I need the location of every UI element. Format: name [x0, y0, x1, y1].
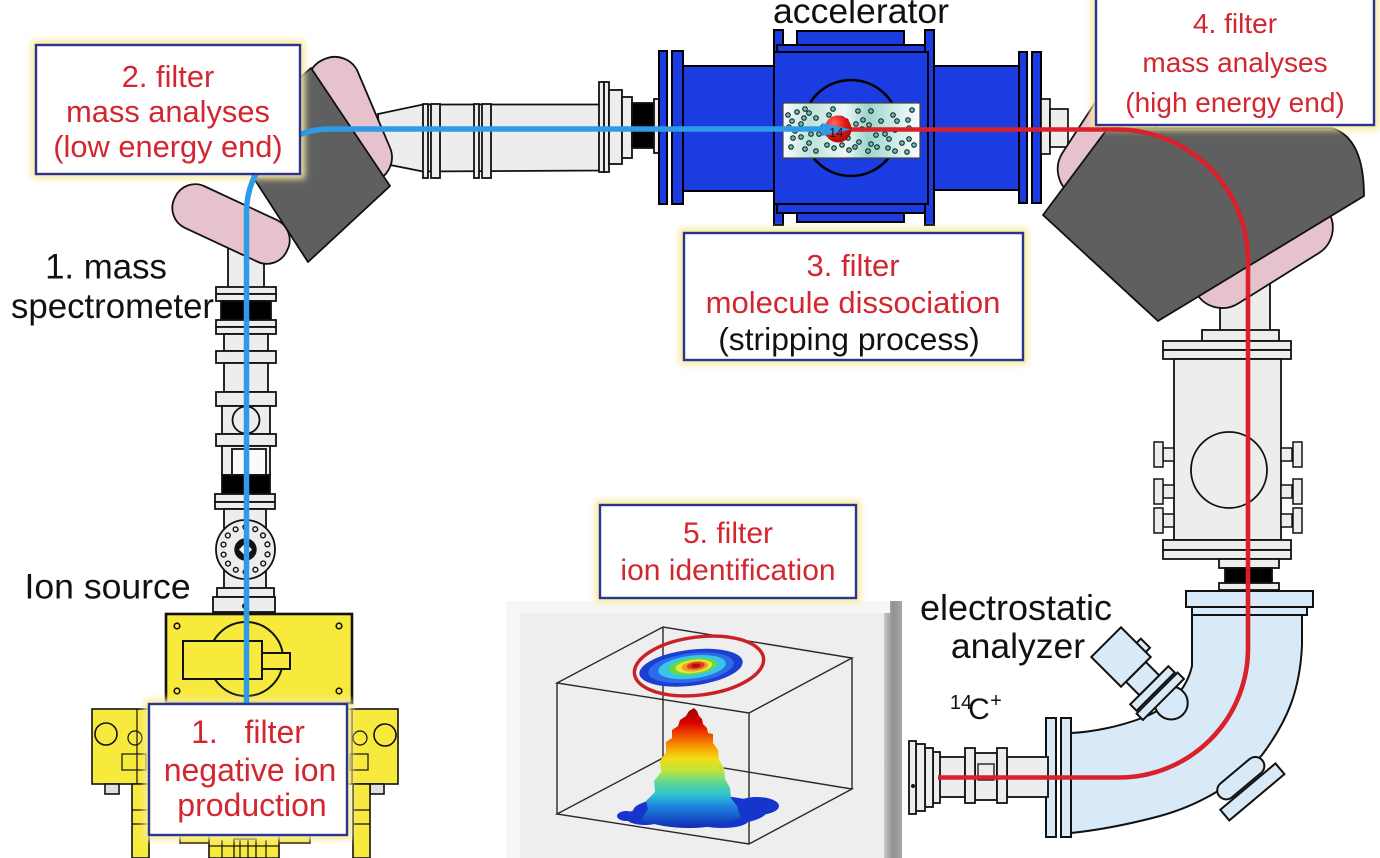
svg-text:electrostatic: electrostatic: [920, 587, 1112, 628]
svg-text:3. filter: 3. filter: [806, 248, 899, 283]
svg-text:analyzer: analyzer: [951, 626, 1085, 666]
svg-text:accelerator: accelerator: [773, 0, 949, 31]
svg-text:(low energy end): (low energy end): [53, 129, 282, 164]
svg-text:2. filter: 2. filter: [122, 59, 214, 94]
svg-text:(stripping process): (stripping process): [718, 321, 980, 357]
svg-text:4. filter: 4. filter: [1193, 8, 1277, 39]
svg-text:Ion source: Ion source: [25, 567, 191, 607]
svg-text:5. filter: 5. filter: [683, 517, 773, 550]
svg-text:spectrometer: spectrometer: [11, 287, 214, 326]
svg-text:14: 14: [950, 692, 972, 714]
svg-text:14: 14: [829, 125, 843, 140]
svg-text:1. mass: 1. mass: [45, 248, 167, 287]
svg-text:C: C: [968, 693, 990, 726]
svg-text:production: production: [177, 787, 326, 823]
svg-text:mass analyses: mass analyses: [1142, 47, 1327, 78]
svg-text:ion identification: ion identification: [620, 554, 835, 587]
svg-text:mass analyses: mass analyses: [66, 94, 270, 129]
svg-text:(high energy end): (high energy end): [1125, 87, 1344, 118]
svg-text:molecule dissociation: molecule dissociation: [706, 285, 1001, 320]
svg-text:negative ion: negative ion: [164, 752, 337, 788]
svg-text:+: +: [990, 690, 1002, 712]
svg-text:1. filter: 1. filter: [191, 714, 305, 750]
